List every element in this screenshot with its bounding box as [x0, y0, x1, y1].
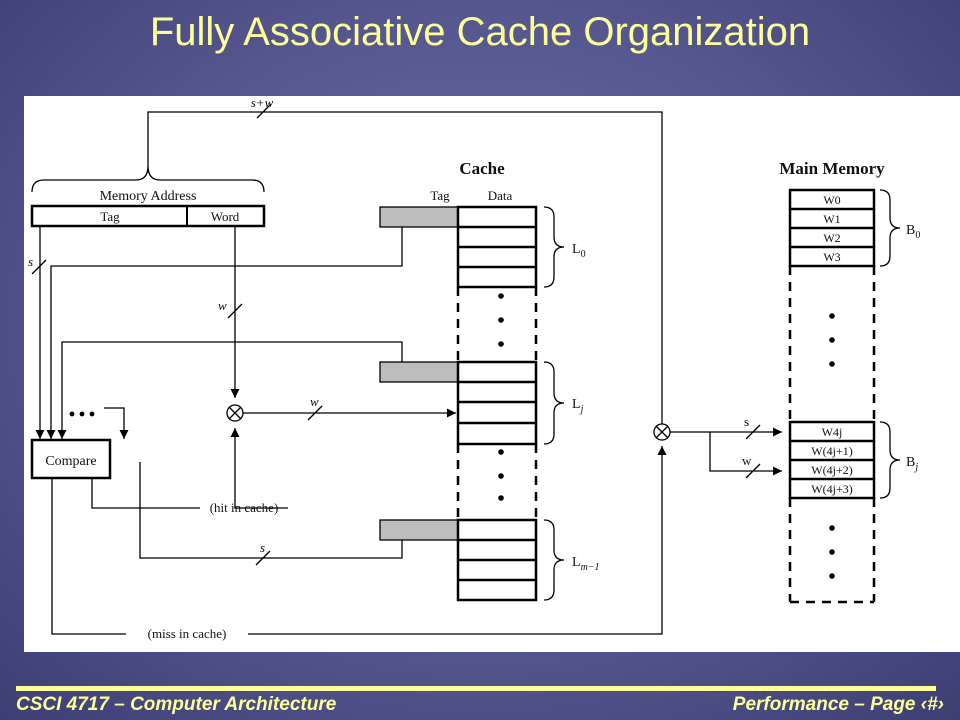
footer-course: CSCI 4717 – Computer Architecture [16, 694, 337, 715]
memory-address-label: Memory Address [100, 189, 197, 204]
mm-word: W1 [823, 212, 840, 226]
memory-block-bj [788, 420, 876, 500]
compare-unit [30, 438, 112, 480]
mm-word-bits-label: w [742, 453, 752, 468]
line-lm1-label: Lm−1 [572, 555, 600, 573]
miss-in-cache-label: (miss in cache) [148, 626, 227, 641]
memory-address-register [30, 204, 266, 228]
slide-title: Fully Associative Cache Organization [149, 10, 811, 54]
cache-title: Cache [459, 159, 505, 178]
address-bus-line [147, 111, 663, 424]
block-bj-label: Bj [906, 455, 918, 473]
mm-word: W(4j+2) [811, 463, 852, 477]
mm-word: W2 [823, 231, 840, 245]
cache-tag-l0 [379, 206, 459, 228]
cache-line-lj [456, 360, 538, 446]
mm-word: W0 [823, 193, 840, 207]
line-l0-label: L0 [572, 242, 586, 260]
memory-block-b0 [788, 188, 876, 268]
compare-label: Compare [45, 454, 96, 469]
cache-line-l0 [456, 205, 538, 289]
hit-line [91, 478, 200, 509]
mm-tag-bits-label: s [744, 414, 749, 429]
tag-field-label: Tag [100, 209, 120, 224]
memory-address-brace [31, 165, 265, 193]
word-field-label: Word [211, 209, 240, 224]
cache-tag-lm1 [379, 519, 459, 541]
mm-word: W4j [822, 425, 843, 439]
mm-word: W(4j+3) [811, 482, 852, 496]
miss-tag-bits-label: s [260, 540, 265, 555]
cache-diagram-svg: s+w Memory Address Tag Word s w w s s w … [28, 96, 920, 641]
cache-diagram: s+w Memory Address Tag Word s w w s s w … [24, 96, 960, 652]
footer-divider [16, 686, 936, 691]
word-bits-label: w [218, 298, 227, 313]
cache-data-header: Data [488, 188, 513, 203]
block-b0-label: B0 [906, 223, 920, 241]
mm-word: W(4j+1) [811, 444, 852, 458]
mm-word: W3 [823, 250, 840, 264]
bus-slash [256, 103, 272, 119]
select-word-bits-label: w [310, 394, 319, 409]
hit-in-cache-label: (hit in cache) [210, 500, 279, 515]
footer-page: Performance – Page ‹#› [732, 694, 944, 715]
address-bus-width-label: s+w [251, 96, 274, 110]
miss-line [51, 478, 126, 635]
line-lj-label: Lj [572, 397, 584, 415]
tag-bits-label: s [28, 254, 33, 269]
cache-line-lm1 [456, 518, 538, 602]
main-memory-title: Main Memory [779, 159, 885, 178]
cache-tag-header: Tag [430, 188, 450, 203]
cache-tag-lj [379, 361, 459, 383]
